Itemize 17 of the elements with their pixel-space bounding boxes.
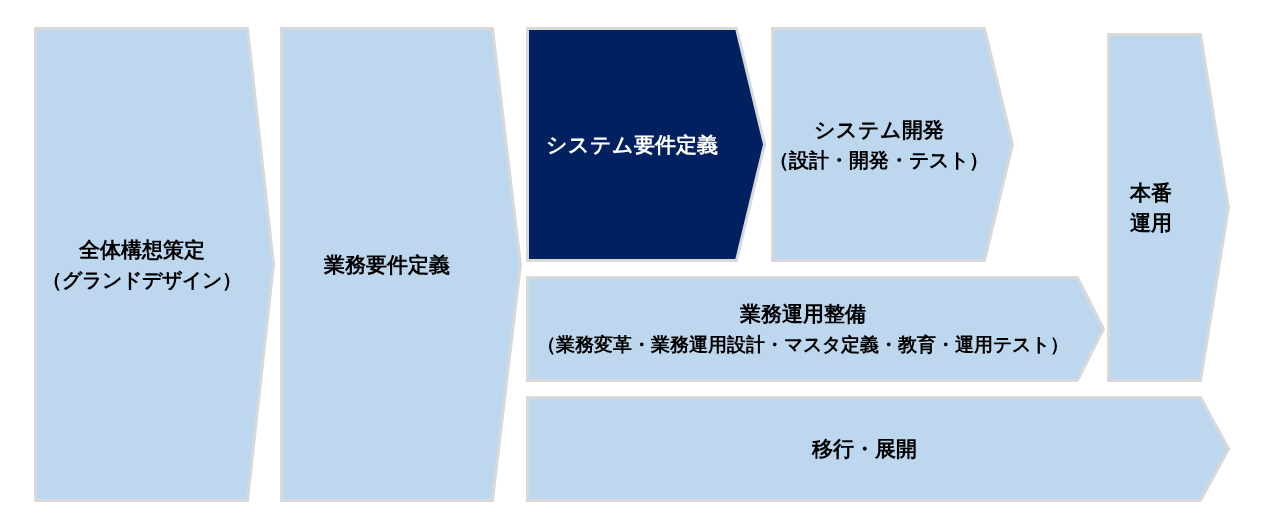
phase-title: 業務運用整備: [739, 301, 866, 328]
phase-subtitle: （グランドデザイン）: [42, 266, 242, 294]
phase-box: [1107, 33, 1230, 382]
phase-title: システム開発: [813, 116, 944, 144]
phase-title: 本番運用: [1128, 179, 1173, 237]
phase-box: [526, 276, 1105, 382]
phase-box: [34, 27, 275, 502]
phase-box: [526, 396, 1230, 502]
phase-box: [280, 27, 522, 502]
phase-box: [771, 27, 1014, 262]
phase-title: 移行・展開: [811, 436, 917, 463]
phase-title: システム要件定義: [546, 131, 718, 159]
phase-subtitle: （業務変革・業務運用設計・マスタ定義・教育・運用テスト）: [536, 332, 1069, 357]
phase-subtitle: （設計・開発・テスト）: [768, 146, 989, 174]
phase-title: 全体構想策定: [79, 236, 205, 264]
phase-title: 業務要件定義: [324, 251, 450, 279]
phase-box: [526, 27, 766, 262]
